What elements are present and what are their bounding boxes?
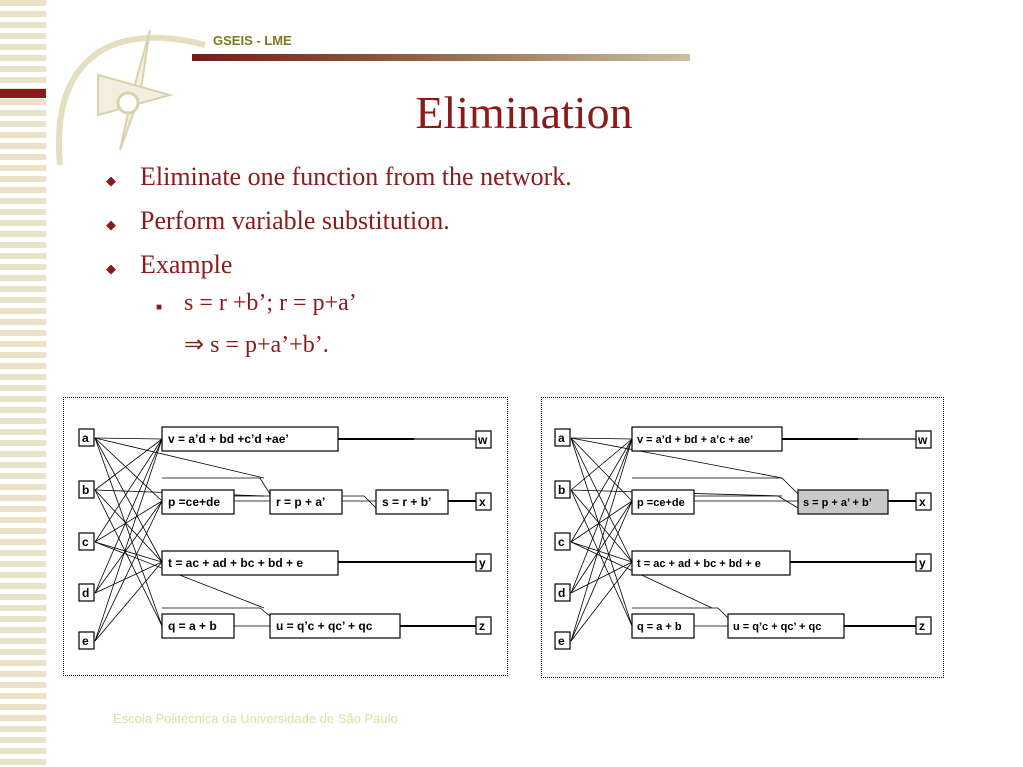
- node-label: u = q’c + qc’ + qc: [733, 621, 821, 633]
- header-label: GSEIS - LME: [213, 33, 292, 48]
- bullet-list: ◆ Eliminate one function from the network…: [100, 162, 572, 370]
- slide-title: Elimination: [415, 87, 633, 138]
- input-label: b: [82, 483, 89, 497]
- bullet-item: ◆ Perform variable substitution.: [100, 206, 572, 250]
- bullet-text: Eliminate one function from the network.: [140, 162, 572, 191]
- decorative-stripes: [0, 0, 46, 767]
- square-bullet-icon: ■: [156, 302, 163, 313]
- output-label: x: [919, 495, 926, 509]
- diamond-bullet-icon: ◆: [106, 217, 116, 232]
- output-label: x: [479, 495, 486, 509]
- input-label: c: [82, 535, 89, 549]
- header-rule: [192, 54, 690, 61]
- input-label: d: [558, 586, 565, 600]
- network-diagram-before: a b c d e w x y z v = a’d + bd +c’d +ae’…: [63, 397, 508, 676]
- diamond-bullet-icon: ◆: [106, 261, 116, 276]
- input-label: e: [82, 634, 89, 648]
- node-label: p =ce+de: [637, 497, 685, 509]
- input-label: c: [558, 535, 565, 549]
- bullet-text: Example: [140, 250, 233, 279]
- node-label: t = ac + ad + bc + bd + e: [637, 558, 761, 570]
- sub-bullet-item: ■ s = r +b’; r = p+a’: [156, 290, 572, 330]
- label-group: a b c d e w x y z v = a’d + bd +c’d +ae’…: [82, 431, 488, 648]
- diamond-bullet-icon: ◆: [106, 173, 116, 188]
- input-label: b: [558, 483, 565, 497]
- bullet-text: Perform variable substitution.: [140, 206, 450, 235]
- node-label: t = ac + ad + bc + bd + e: [168, 556, 303, 570]
- sub-bullet-continuation: ⇒ s = p+a’+b’.: [184, 332, 329, 358]
- input-label: a: [82, 431, 89, 445]
- node-label: p =ce+de: [168, 495, 220, 509]
- input-label: e: [558, 634, 565, 648]
- node-label: u = q’c + qc’ + qc: [276, 619, 373, 633]
- node-label: s = p + a’ + b’: [803, 497, 872, 509]
- box-group: [554, 426, 932, 650]
- wire-group: [570, 437, 799, 642]
- node-label: r = p + a’: [276, 495, 325, 509]
- output-wires: [338, 438, 476, 627]
- node-label: v = a’d + bd +c’d +ae’: [168, 432, 289, 446]
- network-diagram-after: a b c d e w x y z v = a’d + bd + a’c + a…: [541, 397, 944, 678]
- bullet-item: ◆ Example: [100, 250, 572, 290]
- input-label: d: [82, 586, 89, 600]
- node-label: s = r + b’: [382, 495, 431, 509]
- label-group: a b c d e w x y z v = a’d + bd + a’c + a…: [558, 431, 928, 648]
- compass-logo-icon: [55, 29, 206, 166]
- node-label: v = a’d + bd + a’c + ae’: [637, 434, 753, 446]
- output-label: z: [479, 619, 485, 633]
- output-label: w: [477, 433, 488, 447]
- output-label: y: [919, 556, 926, 570]
- output-label: y: [479, 556, 486, 570]
- output-label: w: [917, 433, 928, 447]
- sub-bullet-text: s = r +b’; r = p+a’: [184, 290, 357, 316]
- output-label: z: [919, 619, 925, 633]
- output-wires: [782, 438, 916, 627]
- wire-group: [94, 437, 377, 642]
- input-label: a: [558, 431, 565, 445]
- box-group: [78, 426, 492, 650]
- bullet-item: ◆ Eliminate one function from the network…: [100, 162, 572, 206]
- node-label: q = a + b: [168, 619, 217, 633]
- footer-text: Escola Politécnica da Universidade de Sã…: [113, 711, 398, 726]
- node-label: q = a + b: [637, 621, 682, 633]
- accent-bar: [0, 89, 46, 98]
